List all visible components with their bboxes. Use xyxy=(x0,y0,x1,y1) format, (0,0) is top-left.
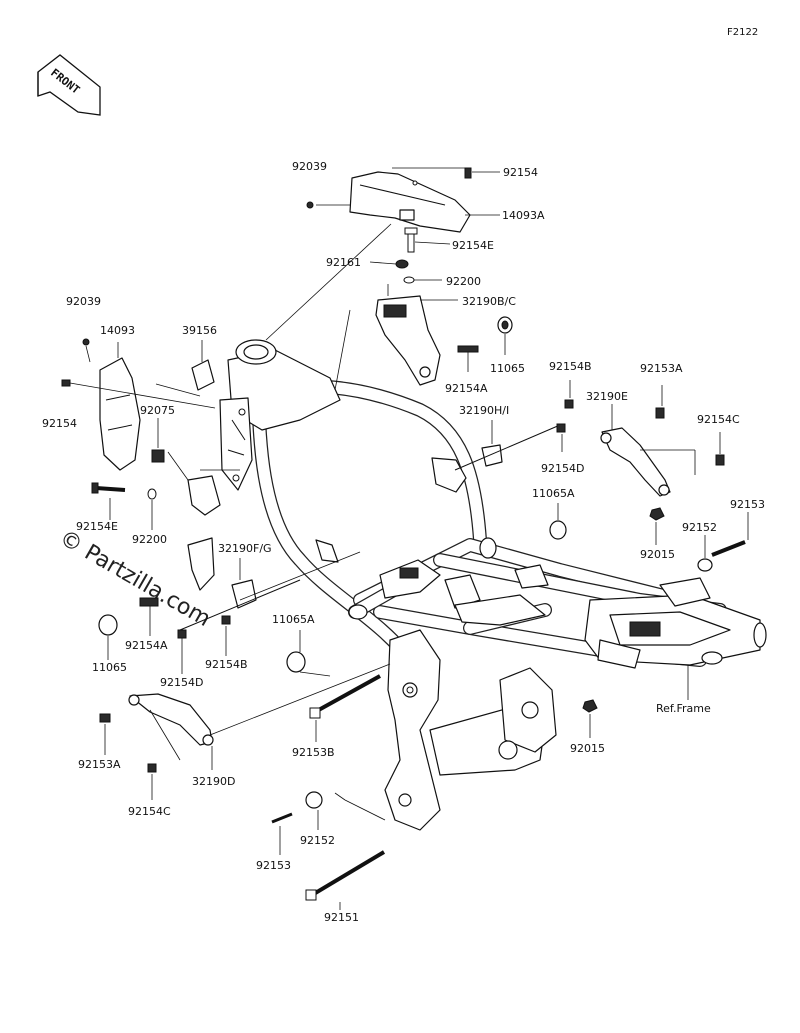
label-92200-left: 92200 xyxy=(132,533,167,546)
bolt-92154D-left xyxy=(177,629,187,639)
label-92154E-top: 92154E xyxy=(452,239,494,252)
label-92154-left: 92154 xyxy=(42,417,77,430)
damper-92075 xyxy=(151,449,165,463)
bolt-92154E-left xyxy=(91,482,126,494)
bolt-92154-top xyxy=(464,167,472,179)
washer-92200-left xyxy=(147,488,157,500)
grommet-11065A-mid xyxy=(286,651,306,673)
label-92015-bottom: 92015 xyxy=(570,742,605,755)
label-92039-top: 92039 xyxy=(292,160,327,173)
collar-92152-right xyxy=(697,558,713,572)
label-92161: 92161 xyxy=(326,256,361,269)
label-92152-right: 92152 xyxy=(682,521,717,534)
clip-92039-left xyxy=(82,338,90,346)
label-39156: 39156 xyxy=(182,324,217,337)
label-92154A-left: 92154A xyxy=(125,639,168,652)
bolt-92153-bottom xyxy=(271,812,293,824)
label-92154D-top: 92154D xyxy=(541,462,584,475)
label-14093: 14093 xyxy=(100,324,135,337)
frame-cover-14093 xyxy=(99,357,141,471)
label-92154D-left: 92154D xyxy=(160,676,203,689)
bolt-92154D-top xyxy=(556,423,566,433)
label-92153B: 92153B xyxy=(292,746,335,759)
nut-92015-right xyxy=(649,507,665,521)
label-92152-bottom: 92152 xyxy=(300,834,335,847)
label-92151: 92151 xyxy=(324,911,359,924)
leader-lines xyxy=(69,167,749,910)
bolt-92153-right xyxy=(711,540,746,557)
label-92153A-top: 92153A xyxy=(640,362,683,375)
frame-cover-14093A xyxy=(349,171,471,233)
bracket-32190E xyxy=(600,427,671,497)
label-32190E: 32190E xyxy=(586,390,628,403)
label-92154B-top: 92154B xyxy=(549,360,592,373)
bolt-92153A-bottom xyxy=(99,713,111,723)
label-11065-top: 11065 xyxy=(490,362,525,375)
label-11065A-top: 11065A xyxy=(532,487,575,500)
label-92015-right: 92015 xyxy=(640,548,675,561)
grommet-11065-left xyxy=(98,614,118,636)
label-92153-bottom: 92153 xyxy=(256,859,291,872)
label-32190D: 32190D xyxy=(192,775,235,788)
grommet-11065A-top xyxy=(549,520,567,540)
label-92154B-left: 92154B xyxy=(205,658,248,671)
bolt-92154C-bottom xyxy=(147,763,157,773)
frame-illustration xyxy=(219,339,767,831)
collar-92161 xyxy=(395,259,409,269)
label-32190FG: 32190F/G xyxy=(218,542,272,555)
bracket-left xyxy=(187,475,221,591)
label-92039-left: 92039 xyxy=(66,295,101,308)
label-32190HI: 32190H/I xyxy=(459,404,509,417)
bolt-92154A-left xyxy=(139,597,159,607)
bracket-32190HI xyxy=(454,424,561,471)
label-14093A: 14093A xyxy=(502,209,545,222)
bracket-32190BC xyxy=(375,295,441,386)
bolt-92154E-top xyxy=(404,227,418,253)
collar-92152-bottom xyxy=(305,791,323,809)
bolt-92153A-top xyxy=(655,407,665,419)
bolt-92154B-top xyxy=(564,399,574,409)
label-ref-frame: Ref.Frame xyxy=(656,702,711,715)
bolt-92151 xyxy=(305,850,386,901)
bolt-92153B xyxy=(309,674,381,719)
label-11065-left: 11065 xyxy=(92,661,127,674)
bracket-32190FG xyxy=(179,579,301,631)
label-92200-top: 92200 xyxy=(446,275,481,288)
label-92075: 92075 xyxy=(140,404,175,417)
diagram-id: F2122 xyxy=(727,27,758,38)
nut-92015-bottom xyxy=(582,699,598,713)
label-92154A-top: 92154A xyxy=(445,382,488,395)
label-92154E-left: 92154E xyxy=(76,520,118,533)
label-92153-right: 92153 xyxy=(730,498,765,511)
label-11065A-mid: 11065A xyxy=(272,613,315,626)
pad-39156 xyxy=(191,359,215,391)
bolt-92154B-left xyxy=(221,615,231,625)
bolt-92154-left xyxy=(61,379,71,387)
clip-92039-top xyxy=(306,201,314,209)
washer-92200-top xyxy=(403,276,415,284)
grommet-11065-top xyxy=(497,316,513,334)
label-92154-top: 92154 xyxy=(503,166,538,179)
label-92154C-top: 92154C xyxy=(697,413,740,426)
label-92154C-bottom: 92154C xyxy=(128,805,171,818)
front-arrow-icon: FRONT xyxy=(37,54,101,116)
bolt-92154C-top xyxy=(715,454,725,466)
bolt-92154A-top xyxy=(457,345,479,353)
part-labels: 92039 92154 14093A 92154E 92161 92200 32… xyxy=(42,160,765,924)
bracket-32190D xyxy=(128,693,214,746)
label-92153A-bottom: 92153A xyxy=(78,758,121,771)
label-32190BC: 32190B/C xyxy=(462,295,516,308)
